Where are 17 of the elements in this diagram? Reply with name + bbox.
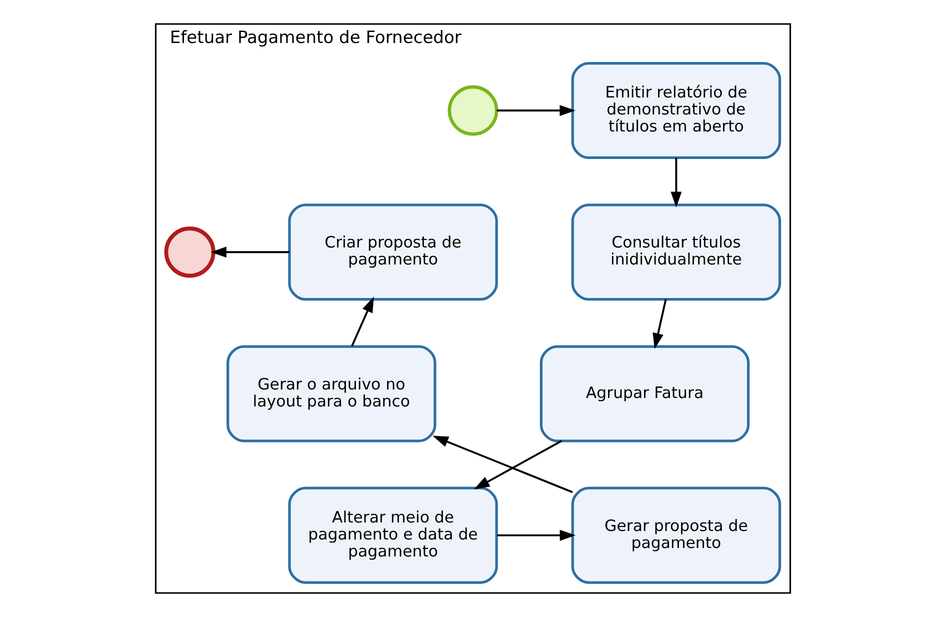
arrow <box>652 299 666 349</box>
node-box: Emitir relatório de demonstrativo de títulos em aberto <box>570 62 781 160</box>
node-box: Alterar meio de pagamento e data de pagamento <box>288 486 498 584</box>
arrow <box>473 440 562 490</box>
node-circle <box>164 226 215 278</box>
node-box: Agrupar Fatura <box>539 345 750 442</box>
node-box: Criar proposta de pagamento <box>288 204 498 301</box>
node-box: Gerar o arquivo no layout para o banco <box>226 345 436 442</box>
node-circle <box>447 85 498 136</box>
arrow <box>350 296 374 346</box>
arrow <box>432 436 572 494</box>
node-box: Gerar proposta de pagamento <box>570 486 781 584</box>
arrow <box>210 246 289 258</box>
arrow <box>496 530 576 541</box>
arrow <box>670 158 682 208</box>
arrow <box>496 105 575 116</box>
node-box: Consultar títulos inidividualmente <box>570 204 781 301</box>
